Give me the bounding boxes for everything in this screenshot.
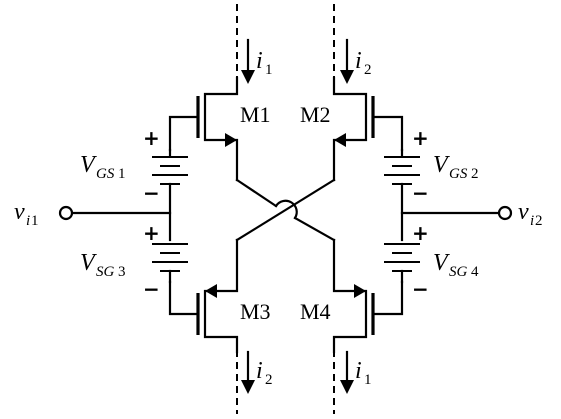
svg-text:i: i [26,213,30,229]
sign-minus-vgs2: − [412,181,429,205]
transistor-m4 [332,238,404,354]
svg-text:i: i [256,358,263,384]
svg-text:1: 1 [265,62,273,78]
svg-text:4: 4 [471,264,479,280]
label-current-bottom-right: i 1 [355,358,372,388]
sign-minus-vsg3: − [143,277,160,301]
cross-coupling [235,178,336,242]
sign-plus-vgs1: + [143,126,160,150]
current-arrow-top-left [241,38,255,84]
svg-text:1: 1 [31,213,39,229]
label-vsg4: V SG 4 [433,250,479,280]
svg-text:2: 2 [265,372,273,388]
svg-text:3: 3 [118,264,126,280]
svg-text:V: V [433,250,450,276]
sign-plus-vsg3: + [143,221,160,245]
current-arrow-bottom-right [340,350,354,394]
label-vgs2: V GS 2 [433,152,479,182]
current-arrow-top-right [340,38,354,84]
svg-text:i: i [530,213,534,229]
label-input-left: v i 1 [14,199,39,229]
svg-text:i: i [355,48,362,74]
label-m1: M1 [240,102,271,127]
svg-text:1: 1 [118,166,126,182]
label-current-bottom-left: i 2 [256,358,273,388]
sign-minus-vsg4: − [412,277,429,301]
transistor-m2 [332,76,404,182]
battery-vsg4 [384,243,420,284]
sign-plus-vsg4: + [412,221,429,245]
svg-text:i: i [256,48,263,74]
sign-minus-vgs1: − [143,181,160,205]
battery-vgs1 [152,148,188,242]
svg-text:v: v [518,199,529,225]
label-current-top-right: i 2 [355,48,372,78]
svg-text:i: i [355,358,362,384]
svg-text:V: V [80,250,97,276]
svg-text:2: 2 [364,62,372,78]
current-arrow-bottom-left [241,350,255,394]
transistor-m3 [168,238,239,354]
svg-text:V: V [433,152,450,178]
label-m3: M3 [240,299,271,324]
battery-vsg3 [152,243,188,284]
input-left-terminal [58,205,172,221]
transistor-m1 [168,76,239,182]
svg-text:GS: GS [96,166,115,182]
label-m2: M2 [300,102,331,127]
svg-text:SG: SG [96,264,115,280]
label-m4: M4 [300,299,331,324]
svg-text:2: 2 [471,166,479,182]
svg-text:v: v [14,199,25,225]
label-input-right: v i 2 [518,199,543,229]
input-right-terminal [400,205,513,221]
label-vsg3: V SG 3 [80,250,126,280]
svg-text:2: 2 [535,213,543,229]
svg-text:SG: SG [449,264,468,280]
label-current-top-left: i 1 [256,48,273,78]
label-vgs1: V GS 1 [80,152,126,182]
sign-plus-vgs2: + [412,126,429,150]
svg-text:V: V [80,152,97,178]
svg-text:GS: GS [449,166,468,182]
svg-text:1: 1 [364,372,372,388]
